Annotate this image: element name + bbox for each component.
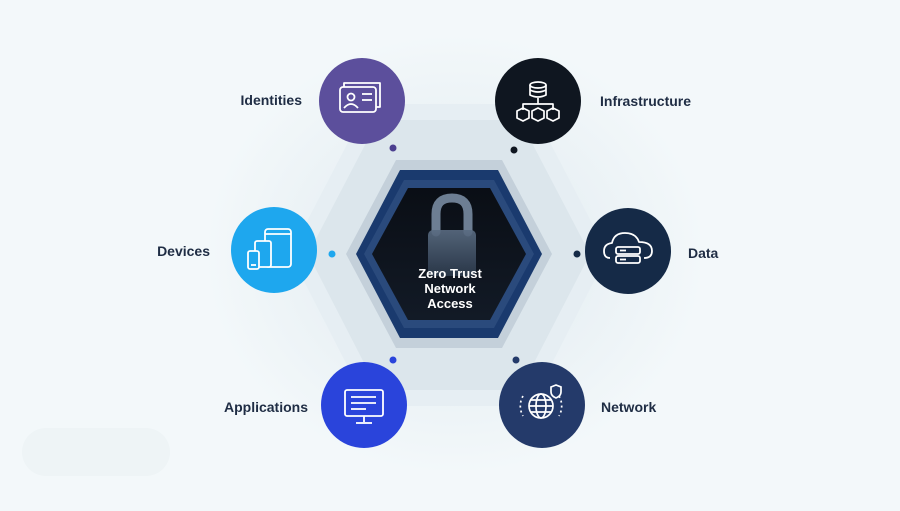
server-hierarchy-icon [516,81,560,122]
label-infrastructure: Infrastructure [600,93,692,109]
monitor-icon [344,389,384,424]
node-data [585,208,671,294]
padlock-icon [428,193,476,276]
node-network [499,362,585,448]
label-network: Network [601,399,657,415]
node-applications [321,362,407,448]
node-infrastructure [495,58,581,144]
connector-dots [328,144,581,364]
id-card-icon [339,82,381,113]
cloud-storage-icon [603,232,653,264]
node-devices [231,207,317,293]
center-title-line-2: Network [424,281,476,296]
label-data: Data [688,245,719,261]
center-title: Zero Trust Network Access [390,266,510,311]
globe-shield-icon [519,384,563,419]
node-identities [319,58,405,144]
label-identities: Identities [240,92,302,108]
center-title-line-1: Zero Trust [418,266,482,281]
label-devices: Devices [157,243,210,259]
label-applications: Applications [223,399,308,415]
center-title-line-3: Access [427,296,473,311]
devices-icon [247,228,292,270]
